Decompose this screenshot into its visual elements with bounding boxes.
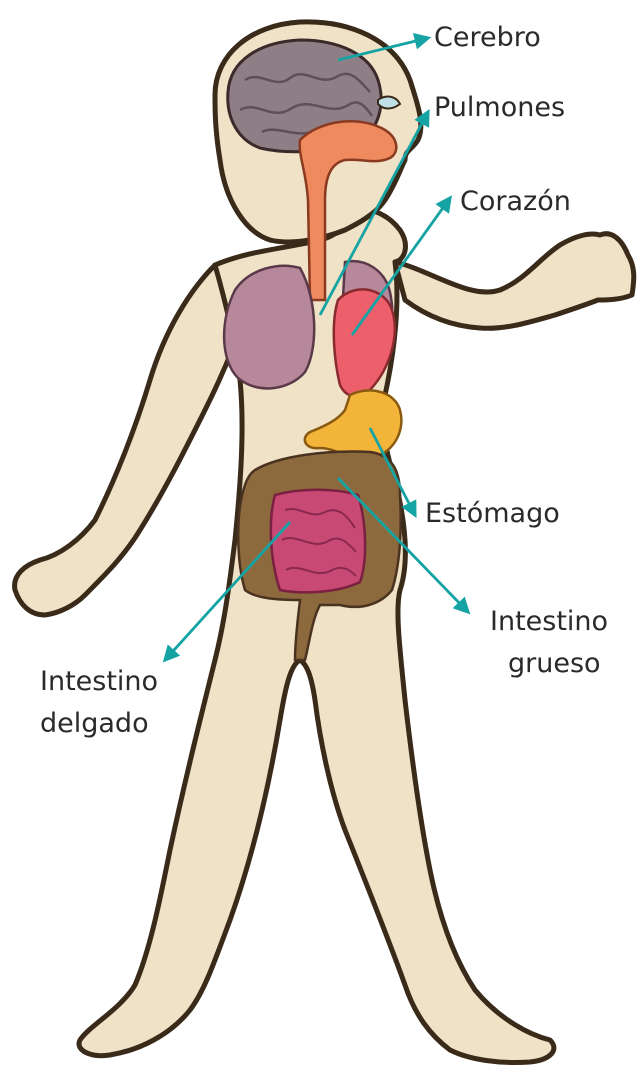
label-cerebro: Cerebro [434,22,541,53]
label-intestino-grueso-1: Intestino [490,606,608,637]
label-intestino-delgado-1: Intestino [40,666,158,697]
label-pulmones: Pulmones [434,92,565,123]
label-intestino-grueso-2: grueso [508,648,601,679]
right-arm [395,234,634,329]
left-arm [15,265,245,615]
label-intestino-delgado-2: delgado [40,708,149,739]
torso-legs [79,208,554,1062]
small-intestine [271,490,365,593]
label-corazon: Corazón [460,186,571,217]
label-estomago: Estómago [425,498,560,529]
